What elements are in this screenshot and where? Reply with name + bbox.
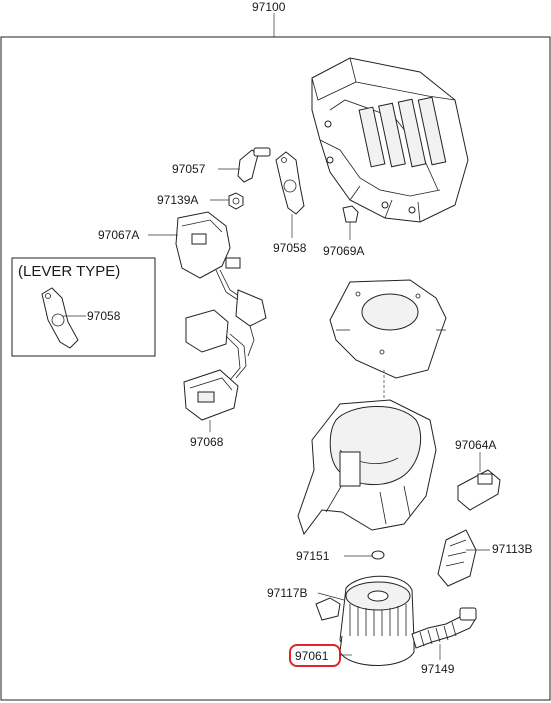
part-wire-harness [185,289,267,381]
part-97058-inset [41,287,79,349]
blower-scroll-housing [297,399,437,536]
blower-housing-plate [329,279,447,379]
blower-case-upper [311,57,469,223]
label-97061: 97061 [295,649,329,663]
inset-title: (LEVER TYPE) [18,263,120,280]
label-97149: 97149 [421,662,455,676]
part-97067A [175,211,243,301]
label-97117B: 97117B [267,586,307,600]
part-97139A [228,192,244,210]
label-97068: 97068 [190,435,224,449]
label-97067A: 97067A [98,228,139,242]
leader-97117B [317,592,345,601]
highlight-97061 [289,644,341,667]
part-97057 [237,147,271,183]
part-97113B [437,529,477,587]
part-97117B [315,597,341,621]
label-97057: 97057 [172,162,206,176]
part-97069A [342,205,359,223]
label-97058-inset: 97058 [87,309,121,323]
part-97064A [457,469,501,511]
label-97100: 97100 [252,0,286,14]
part-97058 [275,151,305,215]
label-97058: 97058 [273,241,307,255]
label-97064A: 97064A [455,438,496,452]
label-97113B: 97113B [492,542,532,556]
label-97151: 97151 [296,549,330,563]
lever-type-inset [11,257,156,357]
part-97068 [183,369,239,421]
part-97151 [371,550,385,560]
part-97061 [339,575,415,666]
outer-frame [0,36,551,701]
label-97139A: 97139A [157,193,198,207]
label-97069A: 97069A [323,244,364,258]
part-97149 [411,607,477,649]
